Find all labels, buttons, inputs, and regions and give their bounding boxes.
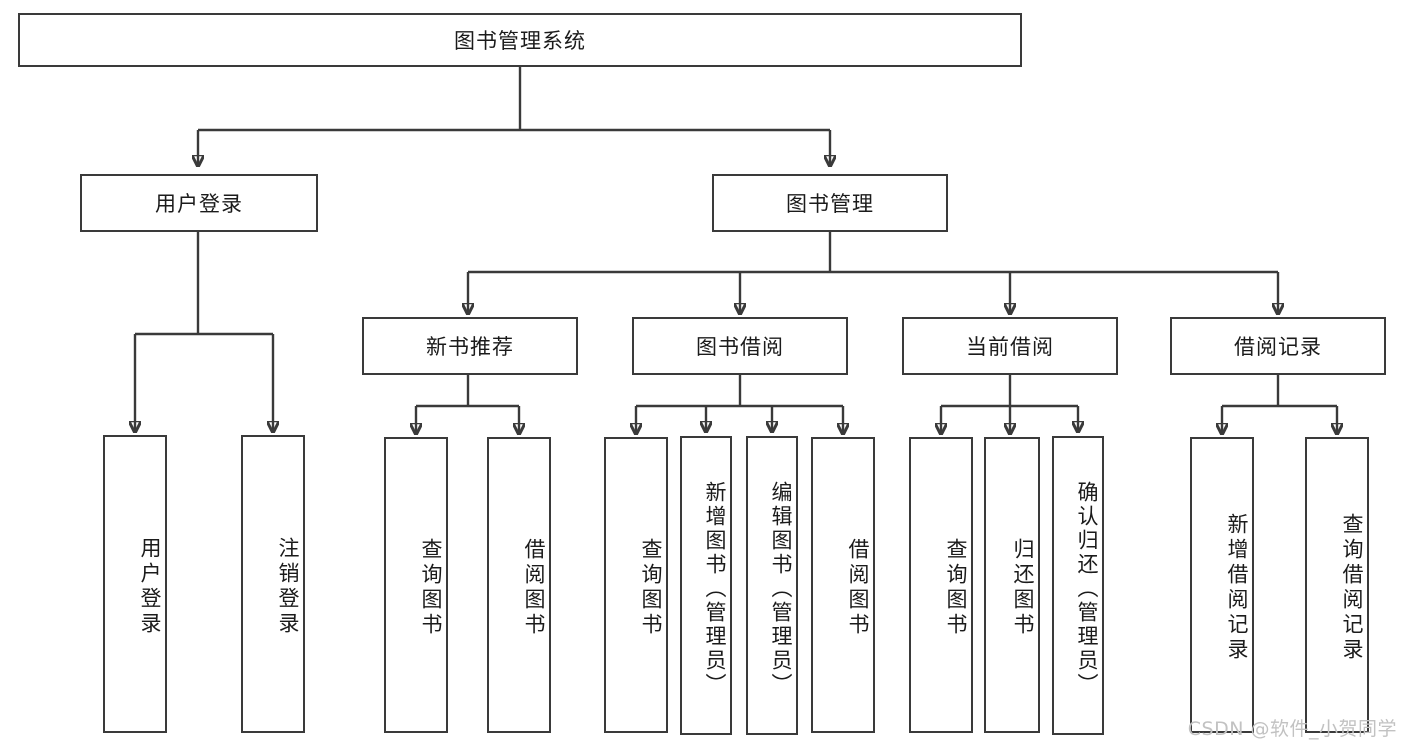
node-label: 查询借阅记录: [1340, 513, 1364, 663]
node-label: 借阅记录: [1234, 335, 1322, 359]
node-book-borrow[interactable]: 图书借阅: [632, 317, 848, 375]
node-current-borrow[interactable]: 当前借阅: [902, 317, 1118, 375]
leaf-add-book-admin[interactable]: 新增图书（管理员）: [680, 436, 732, 735]
node-label: 确认归还（管理员）: [1075, 480, 1099, 697]
node-label: 图书管理: [786, 192, 874, 216]
node-user-login[interactable]: 用户登录: [80, 174, 318, 232]
node-label: 新书推荐: [426, 335, 514, 359]
node-label: 新增借阅记录: [1225, 513, 1249, 663]
node-label: 借阅图书: [846, 538, 870, 638]
leaf-user-login[interactable]: 用户登录: [103, 435, 167, 733]
node-label: 图书借阅: [696, 335, 784, 359]
leaf-edit-book-admin[interactable]: 编辑图书（管理员）: [746, 436, 798, 735]
leaf-borrow-book-new[interactable]: 借阅图书: [487, 437, 551, 733]
leaf-return-book[interactable]: 归还图书: [984, 437, 1040, 733]
leaf-add-borrow-record[interactable]: 新增借阅记录: [1190, 437, 1254, 733]
watermark: CSDN @软件_小贺同学: [1187, 718, 1397, 740]
node-label: 编辑图书（管理员）: [769, 480, 793, 697]
node-label: 图书管理系统: [454, 29, 586, 53]
node-label: 查询图书: [419, 538, 443, 638]
node-label: 归还图书: [1011, 538, 1035, 638]
leaf-user-logout[interactable]: 注销登录: [241, 435, 305, 733]
leaf-confirm-return-admin[interactable]: 确认归还（管理员）: [1052, 436, 1104, 735]
node-label: 查询图书: [944, 538, 968, 638]
leaf-query-book-borrow[interactable]: 查询图书: [604, 437, 668, 733]
node-new-book-recommend[interactable]: 新书推荐: [362, 317, 578, 375]
node-book-management[interactable]: 图书管理: [712, 174, 948, 232]
leaf-query-borrow-record[interactable]: 查询借阅记录: [1305, 437, 1369, 733]
node-label: 新增图书（管理员）: [703, 480, 727, 697]
node-label: 用户登录: [155, 192, 243, 216]
leaf-query-book-new[interactable]: 查询图书: [384, 437, 448, 733]
leaf-borrow-book[interactable]: 借阅图书: [811, 437, 875, 733]
node-borrow-record[interactable]: 借阅记录: [1170, 317, 1386, 375]
node-label: 用户登录: [138, 537, 162, 637]
node-label: 查询图书: [639, 538, 663, 638]
node-label: 注销登录: [276, 537, 300, 637]
node-root-book-management-system[interactable]: 图书管理系统: [18, 13, 1022, 67]
node-label: 当前借阅: [966, 335, 1054, 359]
node-label: 借阅图书: [522, 538, 546, 638]
leaf-query-book-current[interactable]: 查询图书: [909, 437, 973, 733]
